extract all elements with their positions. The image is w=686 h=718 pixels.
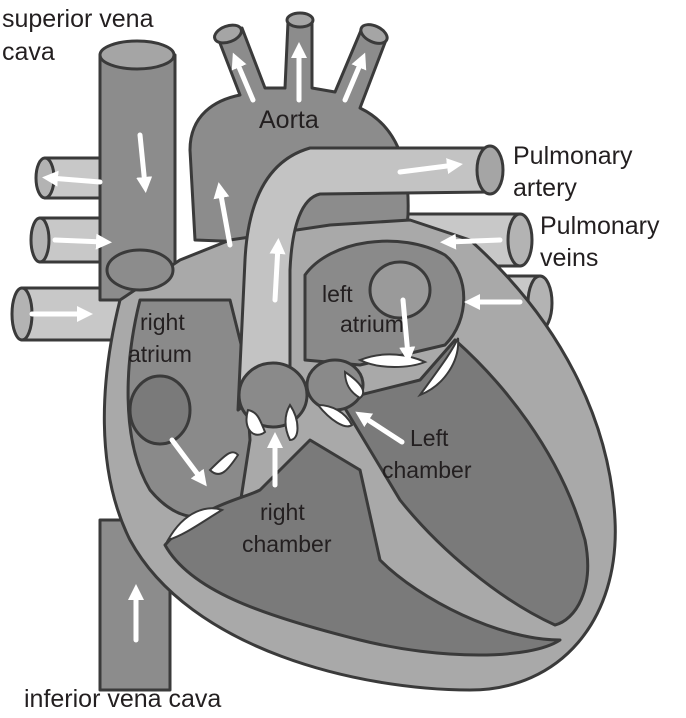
label-superior-vena-cava-line1: superior vena: [2, 5, 154, 33]
label-left-atrium-line1: left: [322, 281, 353, 307]
label-right-chamber-line1: right: [260, 499, 305, 525]
label-superior-vena-cava-line2: cava: [2, 38, 55, 66]
label-right-atrium-line2: atrium: [128, 341, 192, 367]
label-pulmonary-veins-line2: veins: [540, 244, 598, 272]
label-right-atrium-line1: right: [140, 309, 185, 335]
label-left-chamber-line2: chamber: [382, 457, 472, 483]
label-inferior-vena-cava: inferior vena cava: [24, 685, 221, 713]
label-left-chamber-line1: Left: [410, 425, 449, 451]
label-pulmonary-artery-line2: artery: [513, 174, 577, 202]
label-pulmonary-veins-line1: Pulmonary: [540, 212, 660, 240]
label-left-atrium-line2: atrium: [340, 311, 404, 337]
label-right-chamber-line2: chamber: [242, 531, 332, 557]
label-aorta: Aorta: [259, 106, 319, 134]
label-pulmonary-artery-line1: Pulmonary: [513, 142, 633, 170]
